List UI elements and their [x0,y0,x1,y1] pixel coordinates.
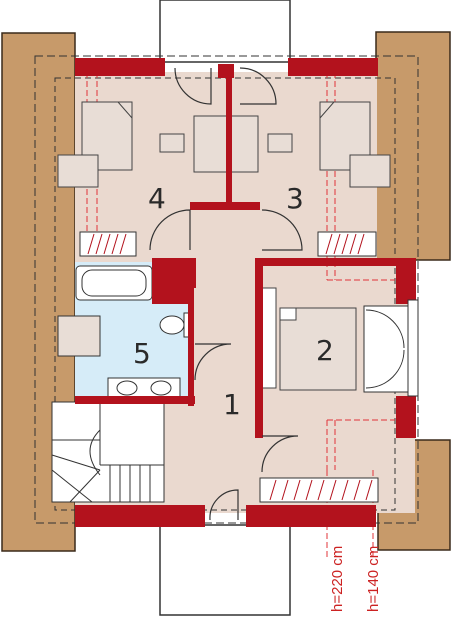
wardrobe-hatching [87,233,373,501]
roof-top-right [375,31,451,261]
bed-room-2 [261,287,357,391]
door-swings [149,67,303,521]
staircase [51,401,165,503]
bed-room-4 [57,101,133,188]
room-number-1: 1 [223,388,241,421]
bed-room-3 [319,101,391,188]
sinks [107,377,181,401]
bath-cabinet [57,315,101,357]
knee-wall-outline [34,55,419,524]
height-label-140: h=140 cm [365,546,382,612]
room-number-3: 3 [286,182,304,215]
top-balcony [159,0,291,63]
bathtub [75,265,153,301]
bottom-balcony [159,524,291,616]
walls [75,58,416,527]
room-number-5: 5 [133,337,151,370]
room-number-4: 4 [148,182,166,215]
closet-room-2 [363,305,409,393]
height-label-220: h=220 cm [329,546,346,612]
room-number-2: 2 [316,334,334,367]
window-right [407,299,419,397]
